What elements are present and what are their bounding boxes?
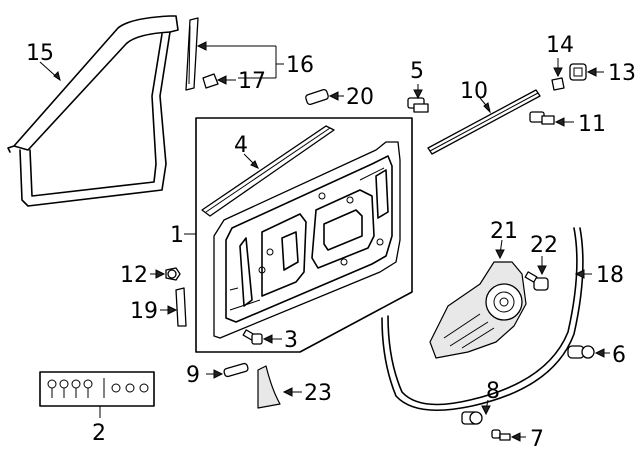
door-shell-frame [195,117,413,353]
callout-3: 3 [284,328,298,353]
belt-weatherstrip [201,125,335,217]
stud-bolt [407,97,429,113]
callout-19: 19 [130,299,158,324]
callout-22: 22 [530,233,558,258]
lower-weatherstrip [381,227,584,411]
plug-8 [461,411,483,425]
callout-17: 17 [238,69,266,94]
seal-strip [175,287,187,327]
callout-14: 14 [546,33,574,58]
door-shell [213,141,401,339]
fastener-7 [491,429,511,441]
screw-22 [524,271,549,291]
bolt-11 [529,111,555,125]
callout-21: 21 [490,219,518,244]
callout-8: 8 [486,379,500,404]
callout-4: 4 [234,133,248,158]
corner-panel [257,365,281,409]
clip [551,77,565,91]
callout-16: 16 [286,53,314,78]
plug [305,88,329,106]
callout-9: 9 [186,363,200,388]
callout-20: 20 [346,85,374,110]
callout-15: 15 [26,41,54,66]
door-stop-pin [165,267,181,281]
door-opening-weatherstrip [7,15,179,207]
callout-6: 6 [612,343,626,368]
callout-18: 18 [596,263,624,288]
callout-7: 7 [530,427,544,452]
window-channel [427,89,541,155]
callout-2: 2 [92,421,106,446]
callout-10: 10 [460,79,488,104]
callout-23: 23 [304,381,332,406]
callout-1: 1 [170,223,184,248]
nut [569,63,587,81]
callout-11: 11 [578,112,606,137]
inner-panel [429,261,527,359]
bolt [242,329,263,345]
plug-9 [223,362,249,378]
callout-5: 5 [410,59,424,84]
door-frame-molding [185,17,199,91]
callout-13: 13 [608,61,636,86]
molding-clip [202,73,219,89]
hardware-kit-box [39,371,155,407]
callout-12: 12 [120,263,148,288]
grommet [567,345,595,359]
